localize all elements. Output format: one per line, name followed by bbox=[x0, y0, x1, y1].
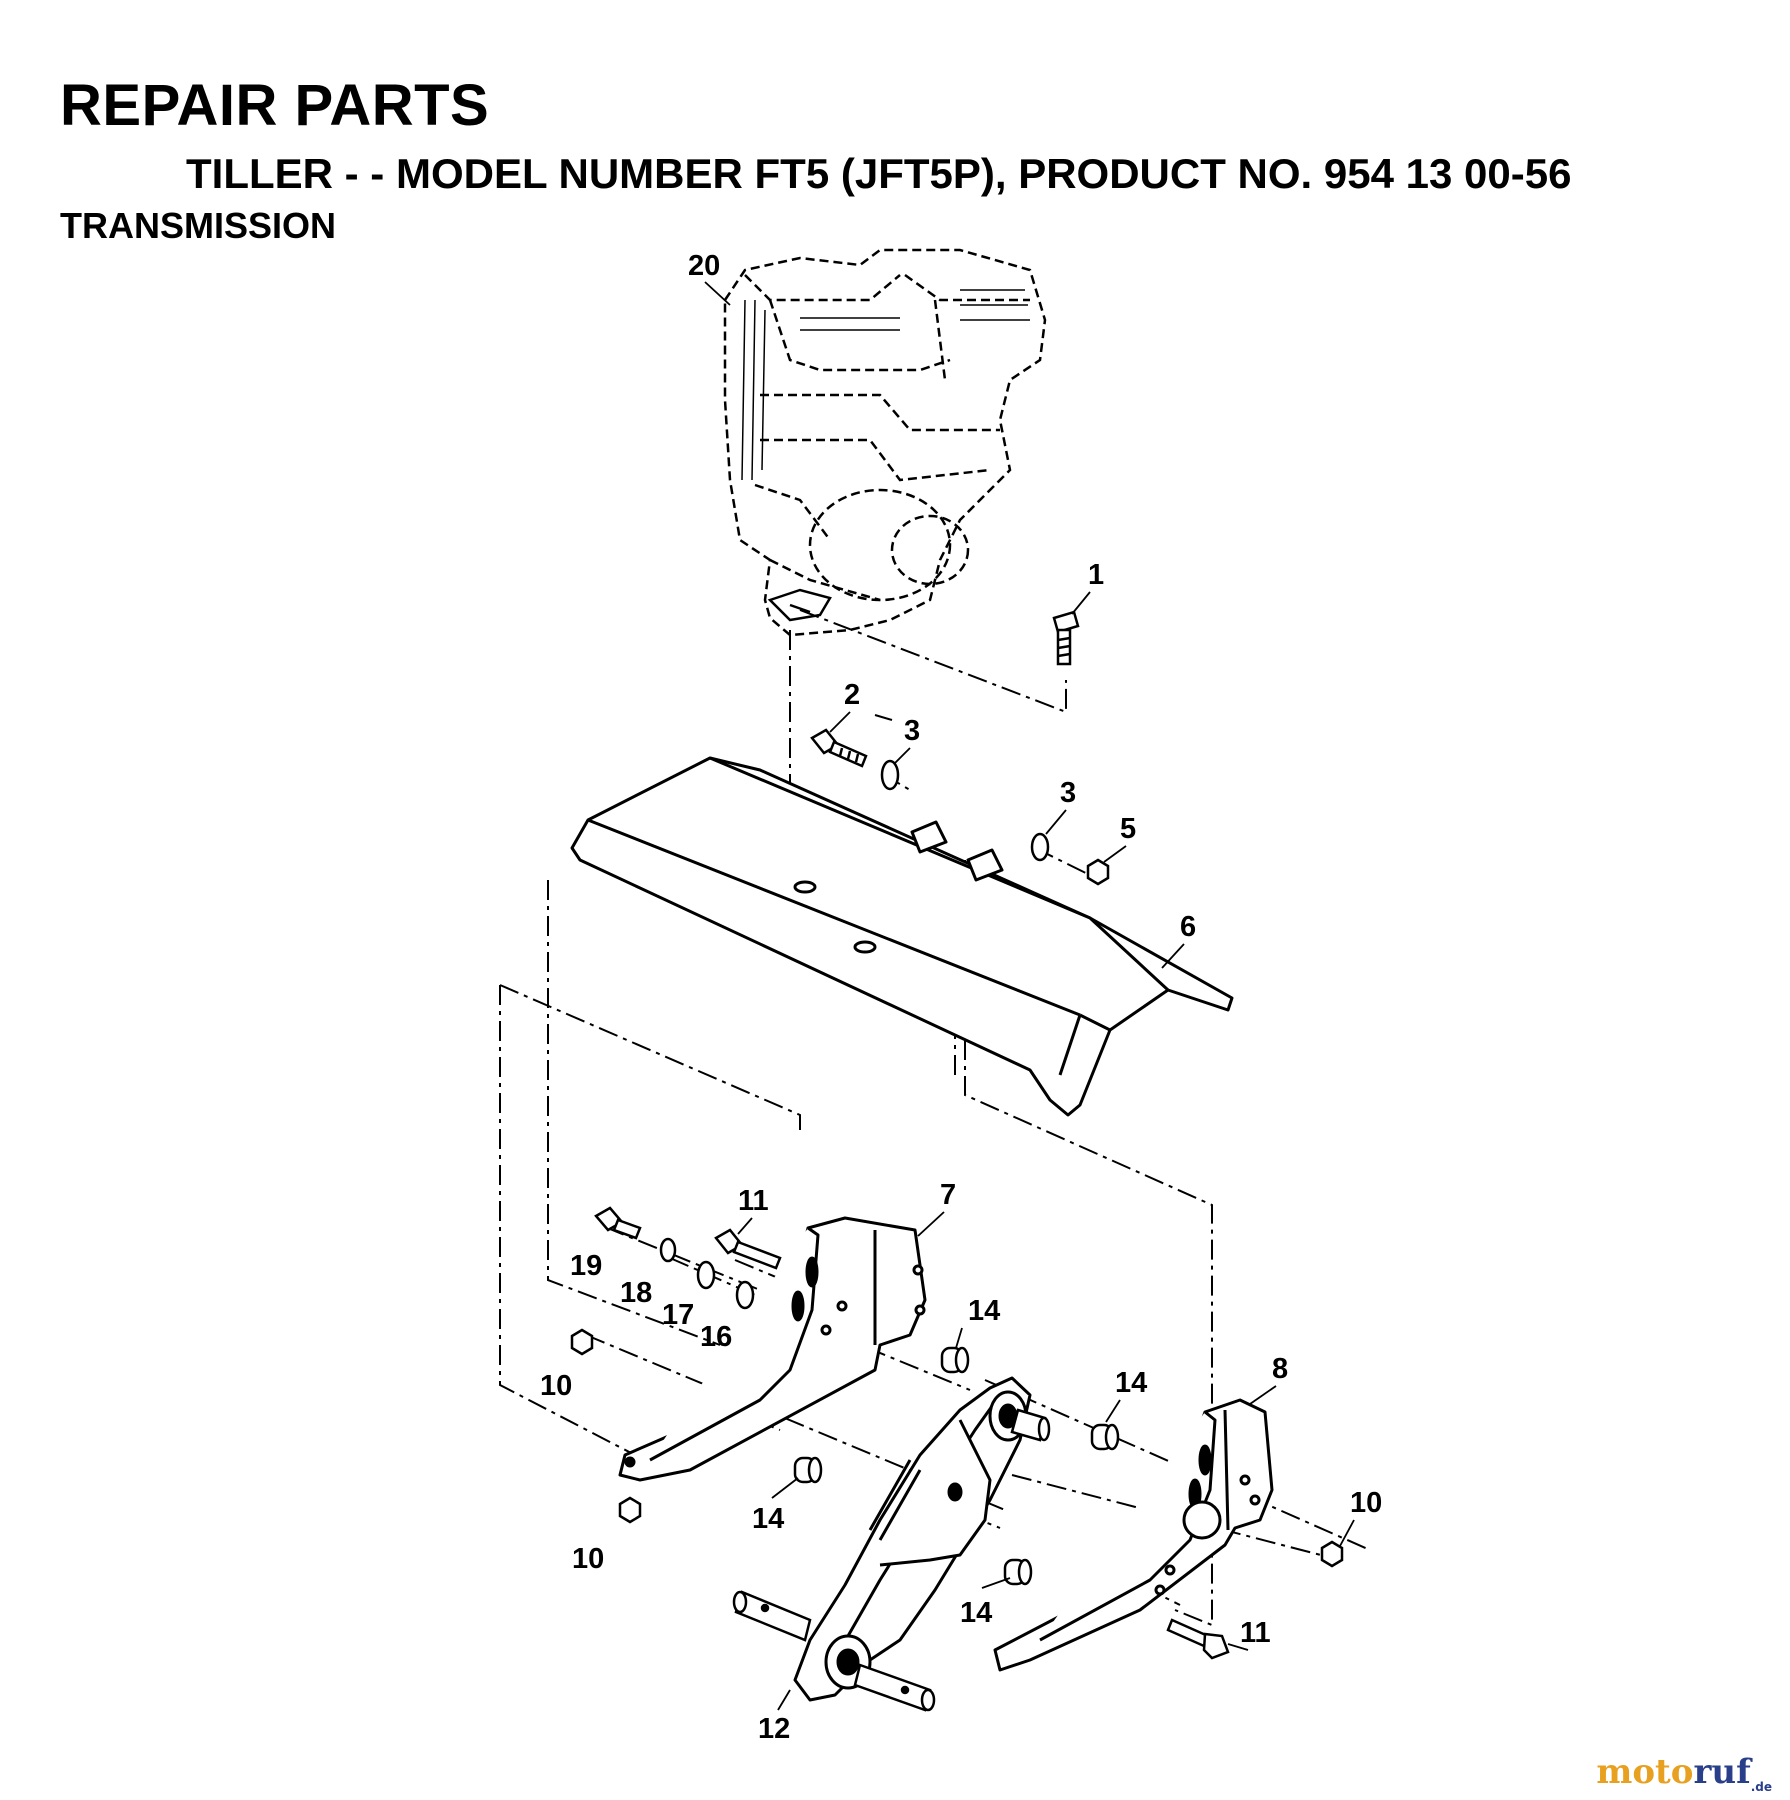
callout-8: 8 bbox=[1272, 1353, 1288, 1385]
callout-18: 18 bbox=[620, 1277, 652, 1309]
callout-5: 5 bbox=[1120, 813, 1136, 845]
callout-14c: 14 bbox=[752, 1503, 784, 1535]
callout-10a: 10 bbox=[540, 1370, 572, 1402]
callout-10c: 10 bbox=[1350, 1487, 1382, 1519]
callout-17: 17 bbox=[662, 1299, 694, 1331]
spacer-part-14a bbox=[940, 1346, 970, 1374]
page-title: REPAIR PARTS bbox=[60, 73, 490, 138]
nut-part-5 bbox=[1086, 858, 1110, 886]
callout-20: 20 bbox=[688, 250, 720, 282]
bolt-part-11a bbox=[714, 1228, 782, 1270]
engine-mount-foot bbox=[767, 588, 832, 622]
bolt-part-19 bbox=[594, 1206, 642, 1240]
washer-part-16 bbox=[735, 1280, 755, 1310]
callout-leaders bbox=[704, 281, 1355, 1711]
watermark-logo: motoruf.de bbox=[1596, 1752, 1772, 1794]
bolt-part-11b bbox=[1166, 1618, 1230, 1660]
bolt-part-1 bbox=[1052, 610, 1080, 666]
model-subtitle: TILLER - - MODEL NUMBER FT5 (JFT5P), PRO… bbox=[186, 150, 1572, 197]
callout-14b: 14 bbox=[1115, 1367, 1147, 1399]
nut-part-10b bbox=[618, 1496, 642, 1524]
nut-part-10c bbox=[1320, 1540, 1344, 1568]
callout-6: 6 bbox=[1180, 911, 1196, 943]
callout-3a: 3 bbox=[904, 715, 920, 747]
spacer-part-14d bbox=[1003, 1558, 1033, 1586]
washer-part-3b bbox=[1030, 832, 1050, 862]
callout-7: 7 bbox=[940, 1179, 956, 1211]
callout-12: 12 bbox=[758, 1713, 790, 1745]
nut-part-10a bbox=[570, 1328, 594, 1356]
callout-3b: 3 bbox=[1060, 777, 1076, 809]
tine-frame-part-8 bbox=[993, 1398, 1274, 1672]
lower-tine-shaft bbox=[732, 1590, 936, 1712]
callout-14d: 14 bbox=[960, 1597, 992, 1629]
washer-part-17 bbox=[696, 1260, 716, 1290]
section-title: TRANSMISSION bbox=[60, 205, 337, 246]
engine-shading bbox=[741, 289, 1030, 481]
callout-16: 16 bbox=[700, 1321, 732, 1353]
spacer-part-14b bbox=[1090, 1423, 1120, 1451]
callout-2: 2 bbox=[844, 679, 860, 711]
callout-10b: 10 bbox=[572, 1543, 604, 1575]
washer-part-18 bbox=[659, 1237, 677, 1263]
callout-11a: 11 bbox=[738, 1185, 769, 1217]
washer-part-3a bbox=[880, 759, 900, 791]
callout-1: 1 bbox=[1088, 559, 1104, 591]
engine-outline bbox=[723, 248, 1047, 637]
callout-11b: 11 bbox=[1240, 1617, 1271, 1649]
callout-14a: 14 bbox=[968, 1295, 1000, 1327]
spacer-part-14c bbox=[793, 1456, 823, 1484]
upper-shaft bbox=[1010, 1408, 1051, 1442]
callout-19: 19 bbox=[570, 1250, 602, 1282]
tine-frame-part-7 bbox=[618, 1216, 927, 1482]
bolt-part-2 bbox=[810, 728, 868, 768]
tine-shield-part-6 bbox=[570, 756, 1234, 1117]
